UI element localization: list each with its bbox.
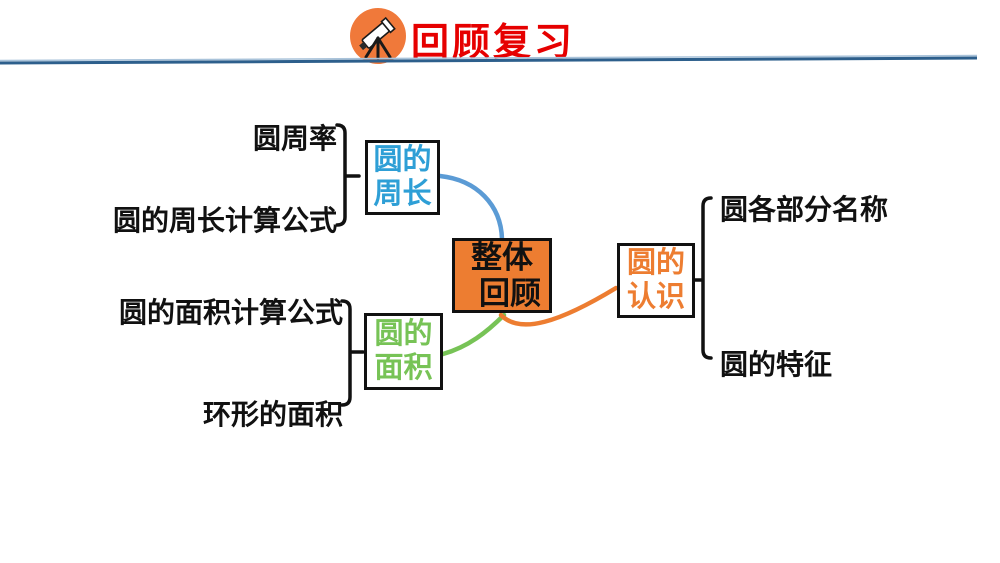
node-circle-circumference-line2: 周长	[373, 177, 432, 210]
node-circle-circumference: 圆的 周长	[365, 140, 440, 215]
bracket-area	[340, 299, 365, 407]
leaf-circle-features: 圆的特征	[720, 349, 833, 380]
curve-area-to-center	[440, 312, 507, 357]
leaf-ring-area: 环形的面积	[202, 399, 343, 430]
leaf-area-formula: 圆的面积计算公式	[118, 297, 343, 328]
node-circle-area-line1: 圆的	[374, 318, 433, 351]
node-circle-area-line2: 面积	[374, 351, 433, 384]
leaf-circumference-formula: 圆的周长计算公式	[112, 205, 337, 236]
bracket-circumference	[335, 123, 361, 227]
node-circle-circumference-line1: 圆的	[373, 144, 432, 177]
node-circle-recognition: 圆的 认识	[617, 243, 695, 318]
node-circle-area: 圆的 面积	[364, 313, 443, 390]
node-circle-recognition-line2: 认识	[626, 280, 685, 313]
curve-circumference-to-center	[437, 173, 505, 242]
leaf-part-names: 圆各部分名称	[720, 194, 889, 225]
node-overall-review-line1: 整体	[471, 240, 533, 276]
node-overall-review: 整体 回顾	[452, 238, 552, 313]
bracket-recognition	[691, 196, 713, 360]
node-circle-recognition-line1: 圆的	[626, 247, 685, 280]
node-overall-review-line2: 回顾	[479, 275, 541, 311]
leaf-pi: 圆周率	[252, 123, 337, 154]
page-title: 回顾复习	[411, 22, 576, 64]
telescope-icon	[350, 8, 406, 64]
